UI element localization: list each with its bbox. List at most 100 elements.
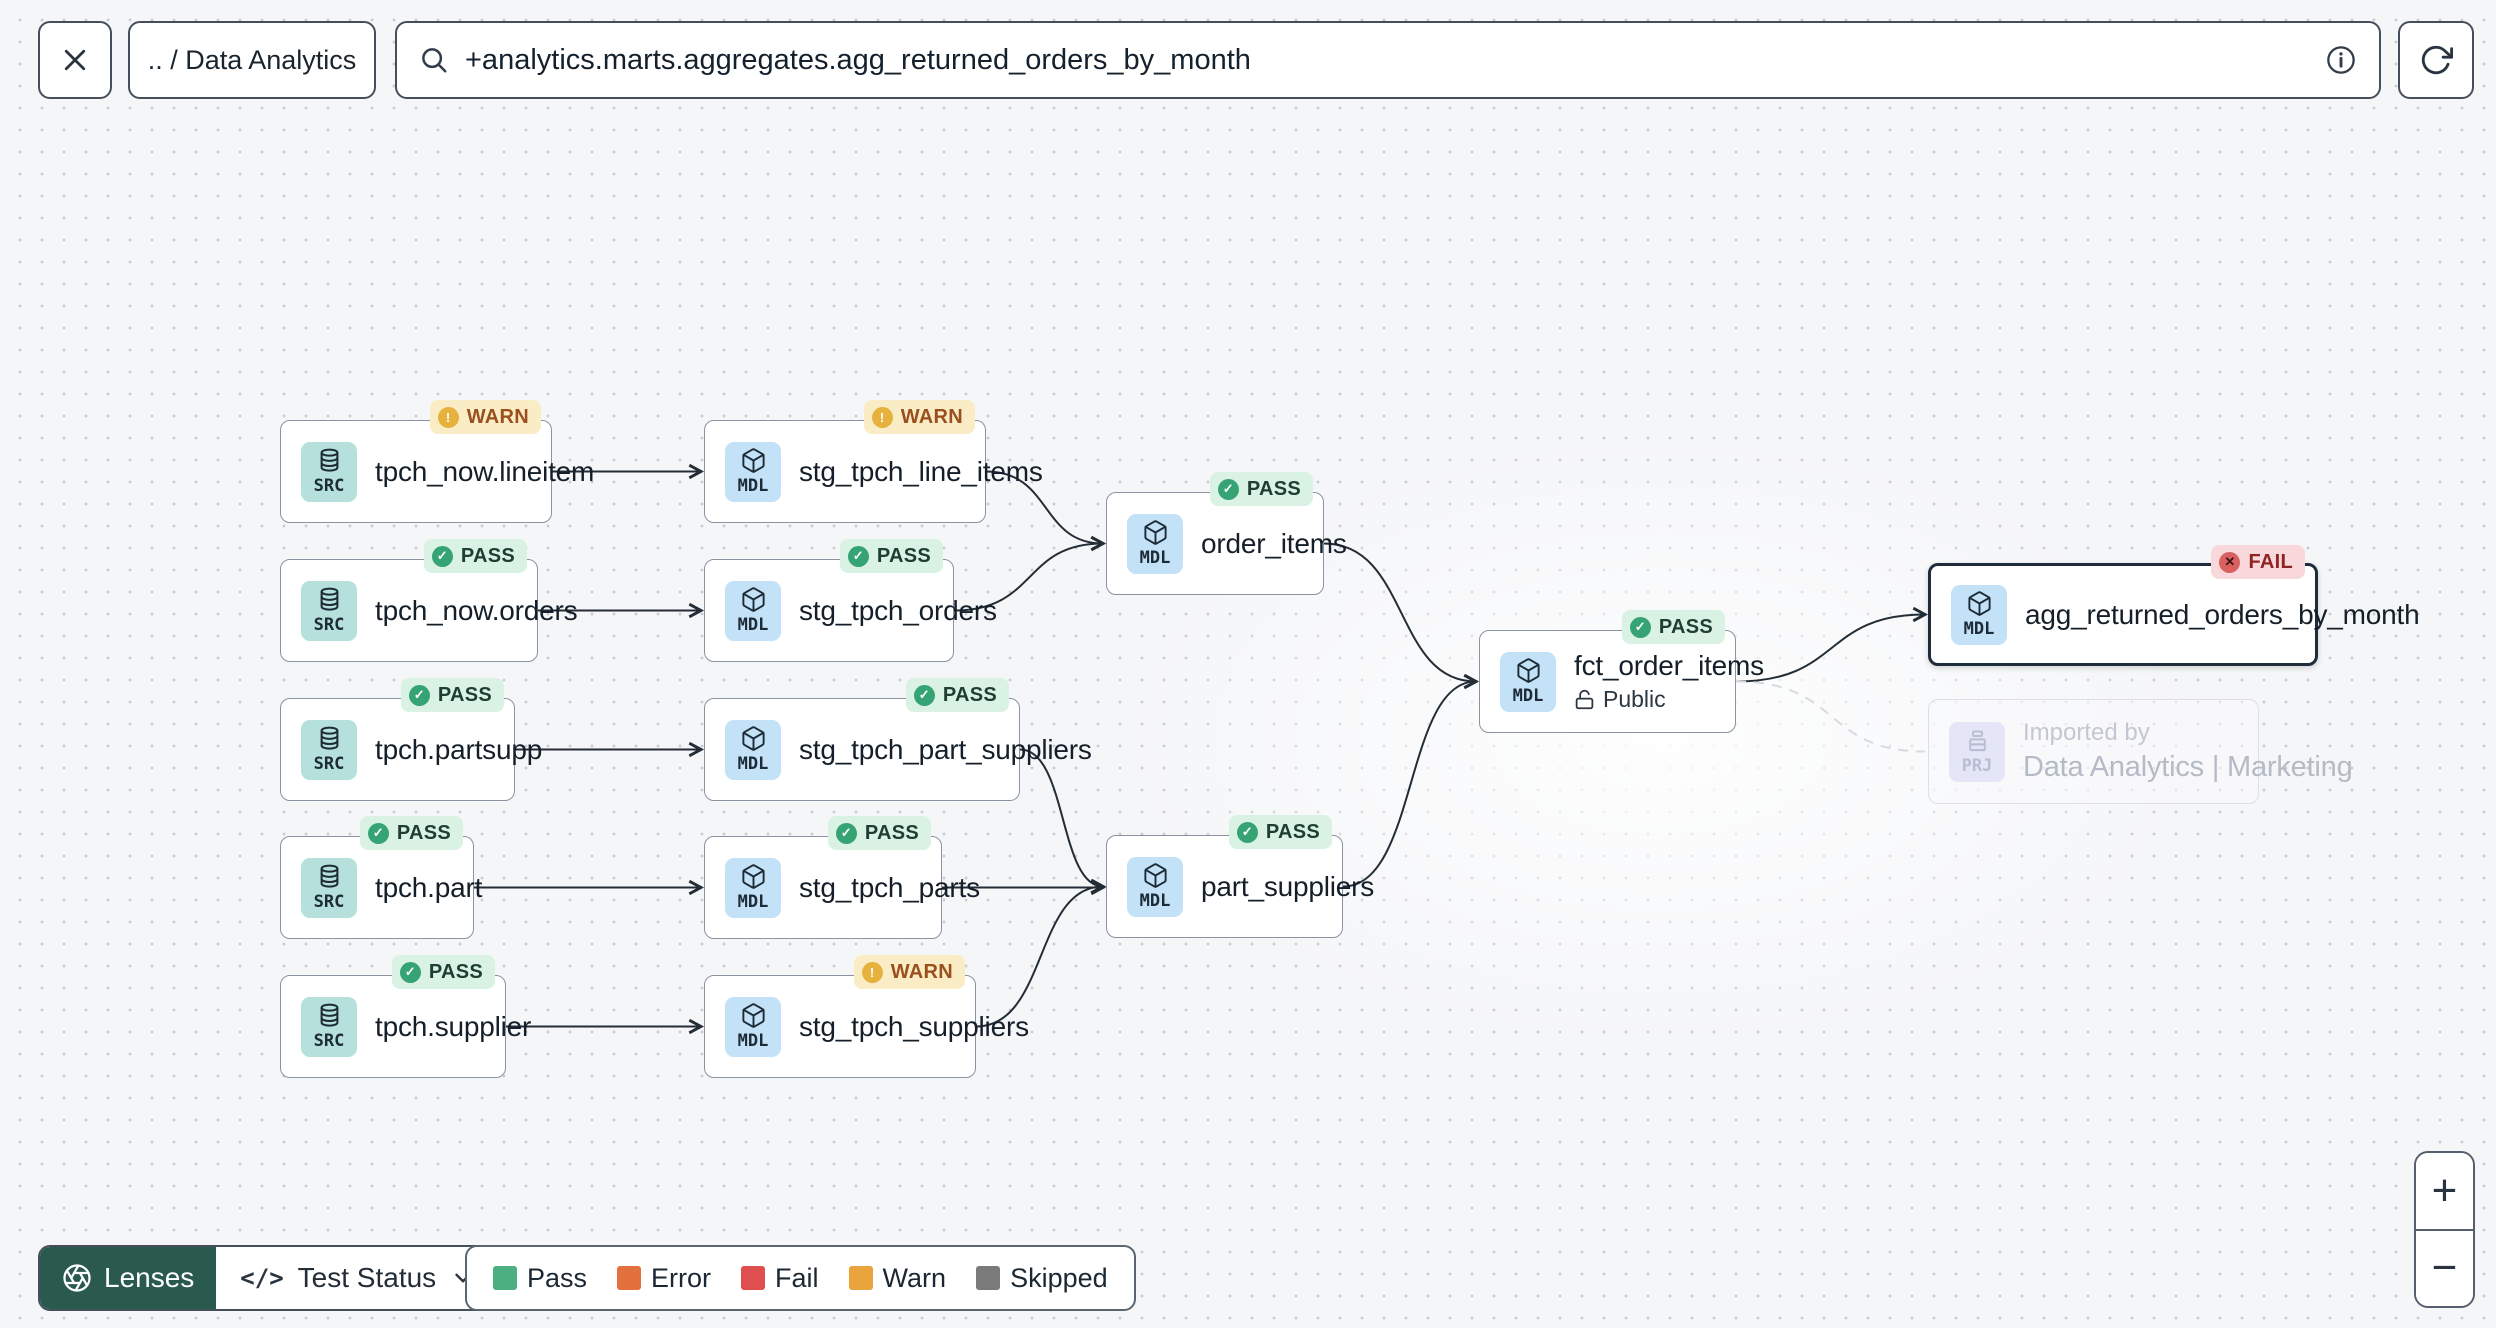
package-icon: MDL xyxy=(1127,513,1183,574)
badge-label: PASS xyxy=(876,544,931,567)
node-tpch_now_orders[interactable]: ✓ PASS SRC tpch_now.orders xyxy=(280,539,578,662)
close-icon xyxy=(60,45,90,75)
node-body: MDL stg_tpch_parts xyxy=(705,857,980,918)
pass-dot-icon: ✓ xyxy=(847,545,869,567)
status-badge-pass: ✓ PASS xyxy=(839,539,943,573)
node-body: SRC tpch_now.orders xyxy=(281,580,578,641)
node-body: SRC tpch.part xyxy=(281,857,482,918)
node-body: MDL stg_tpch_orders xyxy=(705,580,997,641)
active-lens-label: Test Status xyxy=(297,1262,437,1293)
close-button[interactable] xyxy=(38,21,112,99)
node-text: fct_order_items Public xyxy=(1574,650,1764,713)
node-tpch_now_lineitem[interactable]: ! WARN SRC tpch_now.lineitem xyxy=(280,400,594,523)
legend-swatch-error xyxy=(617,1266,642,1290)
node-body: SRC tpch_now.lineitem xyxy=(281,441,594,502)
node-body: SRC tpch.supplier xyxy=(281,996,531,1057)
badge-label: FAIL xyxy=(2248,550,2293,573)
node-stg_tpch_part_suppliers[interactable]: ✓ PASS MDL stg_tpch_part_suppliers xyxy=(704,678,1092,801)
node-tpch_supplier[interactable]: ✓ PASS SRC tpch.supplier xyxy=(280,955,531,1078)
aperture-icon xyxy=(62,1263,92,1293)
status-badge-pass: ✓ PASS xyxy=(359,816,463,850)
legend-swatch-fail xyxy=(741,1266,766,1290)
edge-part_suppliers-to-fct_order_items xyxy=(1342,673,1480,888)
badge-label: PASS xyxy=(396,821,451,844)
node-access: Public xyxy=(1574,686,1764,713)
node-part_suppliers[interactable]: ✓ PASS MDL part_suppliers xyxy=(1106,815,1374,938)
status-badge-warn: ! WARN xyxy=(429,400,541,434)
package-icon: MDL xyxy=(725,580,781,641)
node-title: agg_returned_orders_by_month xyxy=(2025,598,2420,630)
node-body: MDL agg_returned_orders_by_month xyxy=(1931,584,2420,645)
legend-item-fail: Fail xyxy=(741,1263,819,1294)
pass-dot-icon: ✓ xyxy=(1236,821,1258,843)
zoom-out-button[interactable]: − xyxy=(2416,1228,2473,1306)
package-icon: MDL xyxy=(725,996,781,1057)
breadcrumb[interactable]: .. / Data Analytics xyxy=(128,21,376,99)
node-order_items[interactable]: ✓ PASS MDL order_items xyxy=(1106,472,1347,595)
package-icon: MDL xyxy=(725,441,781,502)
node-text: stg_tpch_orders xyxy=(799,595,997,627)
edge-stg_tpch_suppliers-to-part_suppliers xyxy=(975,878,1107,1028)
info-icon[interactable] xyxy=(2325,44,2357,76)
lens-selector[interactable]: </> Test Status xyxy=(216,1247,500,1309)
legend-item-pass: Pass xyxy=(493,1263,587,1294)
node-text: tpch.part xyxy=(375,872,482,904)
node-stg_tpch_orders[interactable]: ✓ PASS MDL stg_tpch_orders xyxy=(704,539,997,662)
status-badge-pass: ✓ PASS xyxy=(827,816,931,850)
node-tpch_partsupp[interactable]: ✓ PASS SRC tpch.partsupp xyxy=(280,678,542,801)
node-text: stg_tpch_part_suppliers xyxy=(799,734,1092,766)
node-title: stg_tpch_part_suppliers xyxy=(799,733,1092,765)
node-fct_order_items[interactable]: ✓ PASS MDL fct_order_items Public xyxy=(1479,610,1764,733)
search-input[interactable] xyxy=(465,43,2309,77)
status-badge-pass: ✓ PASS xyxy=(400,678,504,712)
edge-fct_order_items-to-imported_by xyxy=(1735,680,1926,753)
unlock-icon xyxy=(1574,689,1595,710)
status-badge-pass: ✓ PASS xyxy=(391,955,495,989)
badge-label: PASS xyxy=(864,821,919,844)
node-text: tpch_now.lineitem xyxy=(375,456,594,488)
database-icon: SRC xyxy=(301,857,357,918)
refresh-button[interactable] xyxy=(2398,21,2474,99)
node-title: tpch.part xyxy=(375,871,483,903)
status-badge-pass: ✓ PASS xyxy=(1228,815,1332,849)
edge-fct_order_items-to-agg_returned_orders_by_month xyxy=(1735,606,1929,683)
pass-dot-icon: ✓ xyxy=(431,545,453,567)
package-icon: MDL xyxy=(1951,584,2007,645)
package-icon: MDL xyxy=(1127,856,1183,917)
legend-label: Skipped xyxy=(1010,1262,1108,1293)
node-title: stg_tpch_parts xyxy=(799,871,980,903)
warn-dot-icon: ! xyxy=(871,406,893,428)
node-text: agg_returned_orders_by_month xyxy=(2025,598,2420,631)
badge-label: PASS xyxy=(1246,477,1301,500)
lenses-button[interactable]: Lenses xyxy=(40,1247,217,1309)
node-stg_tpch_line_items[interactable]: ! WARN MDL stg_tpch_line_items xyxy=(704,400,1043,523)
node-title: stg_tpch_line_items xyxy=(799,455,1043,487)
database-icon: SRC xyxy=(301,580,357,641)
status-badge-warn: ! WARN xyxy=(863,400,975,434)
legend-item-skipped: Skipped xyxy=(976,1263,1108,1294)
node-pretitle: Imported by xyxy=(2023,719,2150,746)
node-agg_returned_orders_by_month[interactable]: ✕ FAIL MDL agg_returned_orders_by_month xyxy=(1928,545,2420,666)
status-badge-fail: ✕ FAIL xyxy=(2211,545,2305,579)
node-stg_tpch_suppliers[interactable]: ! WARN MDL stg_tpch_suppliers xyxy=(704,955,1029,1078)
status-badge-pass: ✓ PASS xyxy=(905,678,1009,712)
node-title: stg_tpch_suppliers xyxy=(799,1010,1029,1042)
database-icon: SRC xyxy=(301,719,357,780)
zoom-in-button[interactable]: + xyxy=(2416,1153,2473,1229)
package-icon: MDL xyxy=(725,719,781,780)
refresh-icon xyxy=(2419,43,2453,77)
legend-label: Error xyxy=(651,1262,712,1293)
status-badge-pass: ✓ PASS xyxy=(1209,472,1313,506)
node-tpch_part[interactable]: ✓ PASS SRC tpch.part xyxy=(280,816,482,939)
node-stg_tpch_parts[interactable]: ✓ PASS MDL stg_tpch_parts xyxy=(704,816,980,939)
project-icon: PRJ xyxy=(1949,721,2005,782)
badge-label: PASS xyxy=(1658,615,1713,638)
badge-label: PASS xyxy=(428,960,483,983)
node-title: stg_tpch_orders xyxy=(799,594,997,626)
node-body: MDL fct_order_items Public xyxy=(1480,650,1764,713)
package-icon: MDL xyxy=(725,857,781,918)
edge-order_items-to-fct_order_items xyxy=(1323,542,1480,690)
node-imported_by[interactable]: PRJ Imported by Data Analytics | Marketi… xyxy=(1928,699,2353,804)
